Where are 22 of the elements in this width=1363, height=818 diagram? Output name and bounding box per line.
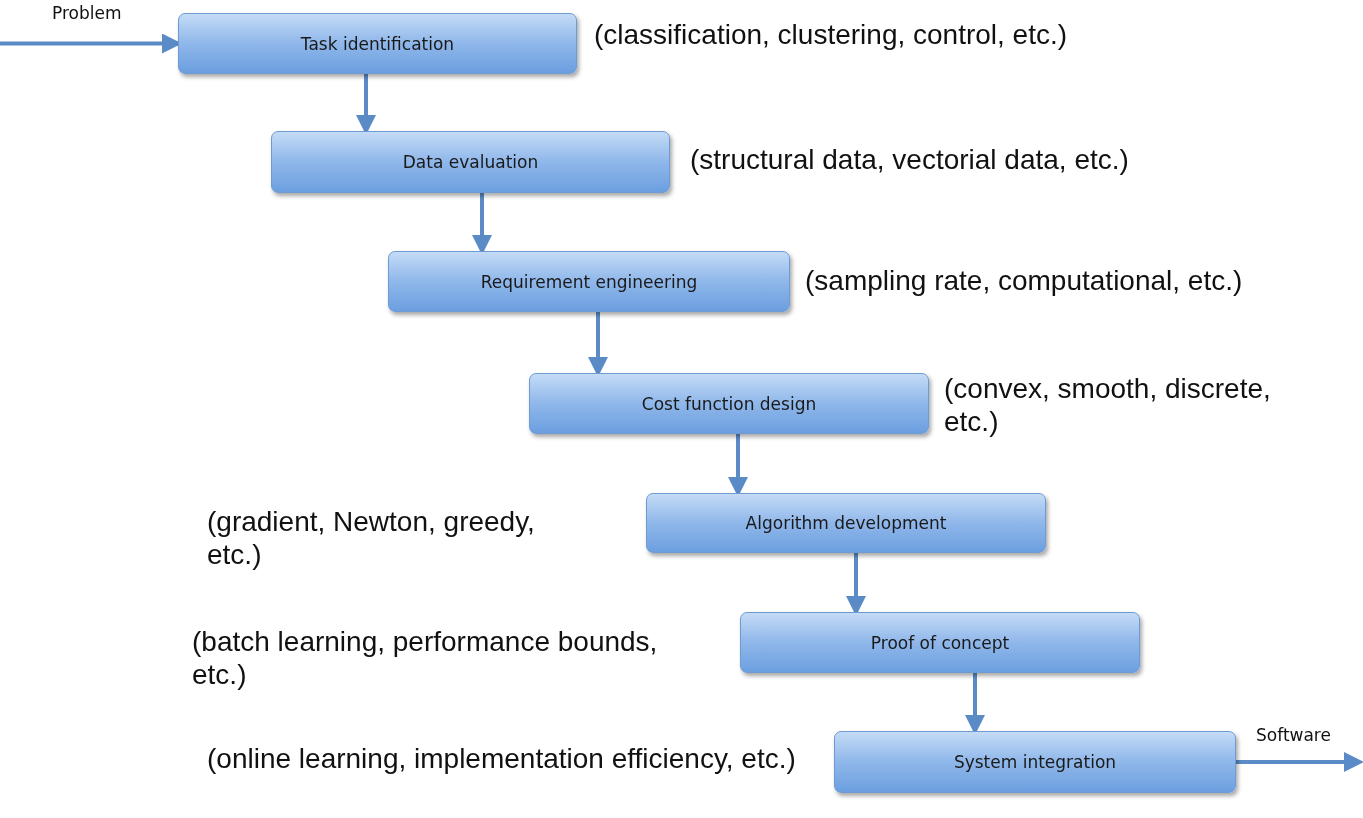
process-box [271, 131, 670, 193]
process-box [529, 373, 929, 434]
step-label: Data evaluation [402, 152, 539, 172]
annotation-text: (classification, clustering, control, etc.) [594, 18, 1069, 51]
process-box [740, 612, 1140, 673]
step-label: Algorithm development [745, 513, 947, 533]
process-box [178, 13, 577, 74]
step-label: Task identification [300, 33, 455, 54]
annotation-text: (structural data, vectorial data, etc.) [690, 143, 1130, 176]
process-box [646, 493, 1046, 553]
arrow [1236, 752, 1363, 772]
annotation-text: (sampling rate, computational, etc.) [805, 264, 1244, 297]
annotation-text: (online learning, implementation efficiency, etc.) [207, 742, 797, 775]
step-label: Cost function design [641, 393, 817, 414]
step-label: Proof of concept [870, 632, 1010, 653]
process-box [388, 251, 790, 312]
step-label: Requirement engineering [480, 271, 698, 292]
process-box [834, 731, 1236, 793]
annotation-text: (convex, smooth, discrete, etc.) [944, 372, 1272, 438]
annotation-text: (gradient, Newton, greedy, etc.) [207, 505, 536, 571]
annotation-text: (batch learning, performance bounds, etc.) [192, 625, 659, 691]
step-label: System integration [953, 752, 1117, 772]
